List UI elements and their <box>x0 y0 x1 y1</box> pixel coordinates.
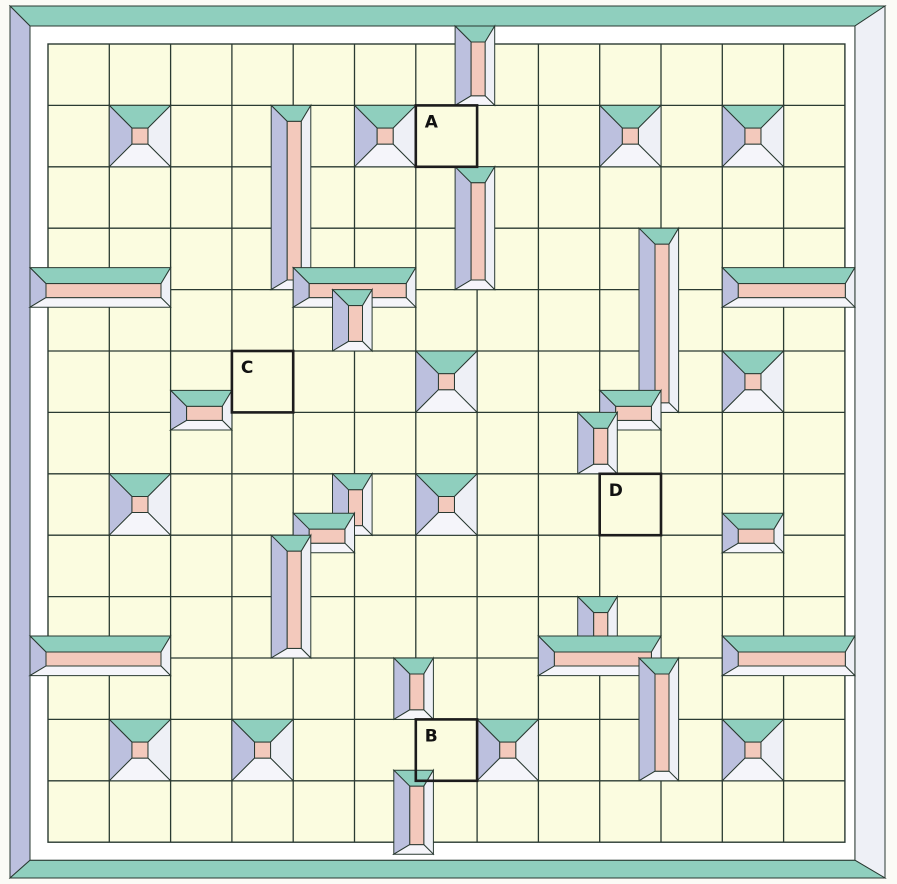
pyramid-block-core <box>745 374 761 390</box>
marker-label: D <box>609 481 623 501</box>
pyramid-block <box>722 719 783 780</box>
wall-left-arm-lower <box>30 636 171 676</box>
wall-right-arm-lower <box>722 636 855 676</box>
marker-label: B <box>425 726 438 746</box>
wall-mid-lower <box>394 658 434 719</box>
wall-t-upper-vertical-core <box>287 121 301 280</box>
frame-left <box>10 6 30 878</box>
wall-bottom-mid <box>394 770 434 854</box>
wall-t-lower-vertical-right <box>669 658 679 781</box>
wall-l-right-horizontal-core <box>616 406 652 420</box>
pyramid-block <box>109 474 170 535</box>
wall-right-arm-upper-top <box>722 268 855 284</box>
marker-label: C <box>241 358 253 378</box>
wall-top-mid <box>455 26 495 105</box>
wall-t-lower-vertical <box>639 658 679 781</box>
wall-d-arm-core <box>738 529 774 543</box>
wall-left-arm-upper-bottom <box>30 298 171 308</box>
wall-right-arm-lower-core <box>738 652 845 666</box>
wall-bottom-mid-core <box>410 786 424 844</box>
pyramid-block <box>109 719 170 780</box>
pyramid-block-core <box>438 497 454 513</box>
wall-l-right-vertical-right <box>669 228 679 412</box>
pyramid-block-core <box>745 128 761 144</box>
frame-right <box>855 6 885 878</box>
wall-mid-upper-left <box>455 167 471 290</box>
wall-l-right-down <box>578 412 618 473</box>
wall-t-upper-vertical-left <box>271 105 287 289</box>
pyramid-block-core <box>622 128 638 144</box>
pyramid-block-core <box>438 374 454 390</box>
wall-right-arm-lower-bottom <box>722 666 855 676</box>
marker-label: A <box>425 112 439 132</box>
pyramid-block <box>722 351 783 412</box>
wall-l-left-down-core <box>287 551 301 648</box>
wall-l-right-vertical-core <box>655 244 669 403</box>
pyramid-block-core <box>132 128 148 144</box>
pyramid-block <box>477 719 538 780</box>
frame-bottom <box>10 860 885 878</box>
wall-l-right-vertical-left <box>639 228 655 412</box>
wall-l-left-horizontal-core <box>309 529 345 543</box>
pyramid-block <box>416 351 477 412</box>
pyramid-block-core <box>500 742 516 758</box>
wall-t-lower-vertical-left <box>639 658 655 781</box>
wall-l-left-down <box>271 535 311 658</box>
wall-t-lower-horizontal-top <box>538 636 661 652</box>
wall-left-arm-upper-core <box>46 284 161 298</box>
wall-t-upper-horizontal-top <box>293 268 416 284</box>
wall-right-arm-lower-top <box>722 636 855 652</box>
wall-t-lower-horizontal-core <box>554 652 651 666</box>
wall-l-left-down-left <box>271 535 287 658</box>
wall-l-right-down-core <box>594 428 608 464</box>
wall-l-right-vertical <box>639 228 679 412</box>
wall-t-upper-vertical <box>271 105 311 289</box>
wall-t-upper-vertical-right <box>301 105 311 289</box>
wall-left-arm-upper-top <box>30 268 171 284</box>
wall-left-arm-upper <box>30 268 171 308</box>
wall-right-arm-upper-core <box>738 284 845 298</box>
wall-top-mid-core <box>471 42 485 96</box>
wall-c-arm-core <box>187 406 223 420</box>
pyramid-block <box>416 474 477 535</box>
wall-t-upper-stem <box>333 290 373 351</box>
frame-top <box>10 6 885 26</box>
wall-t-upper-stem-core <box>349 306 363 342</box>
wall-mid-upper <box>455 167 495 290</box>
pyramid-block-core <box>745 742 761 758</box>
pyramid-block-core <box>377 128 393 144</box>
pyramid-block <box>722 105 783 166</box>
wall-l-left-down-right <box>301 535 311 658</box>
wall-left-arm-lower-core <box>46 652 161 666</box>
pyramid-block-core <box>132 497 148 513</box>
pyramid-block-core <box>255 742 271 758</box>
wall-d-arm <box>722 513 783 553</box>
wall-mid-upper-right <box>485 167 495 290</box>
pyramid-block <box>600 105 661 166</box>
wall-mid-lower-core <box>410 674 424 710</box>
wall-left-arm-lower-bottom <box>30 666 171 676</box>
wall-c-arm <box>171 390 232 430</box>
pyramid-block <box>355 105 416 166</box>
pyramid-block-core <box>132 742 148 758</box>
wall-left-arm-lower-top <box>30 636 171 652</box>
wall-mid-upper-core <box>471 183 485 280</box>
wall-t-lower-vertical-core <box>655 674 669 771</box>
pyramid-block <box>232 719 293 780</box>
wall-right-arm-upper <box>722 268 855 308</box>
pyramid-block <box>109 105 170 166</box>
wall-right-arm-upper-bottom <box>722 298 855 308</box>
